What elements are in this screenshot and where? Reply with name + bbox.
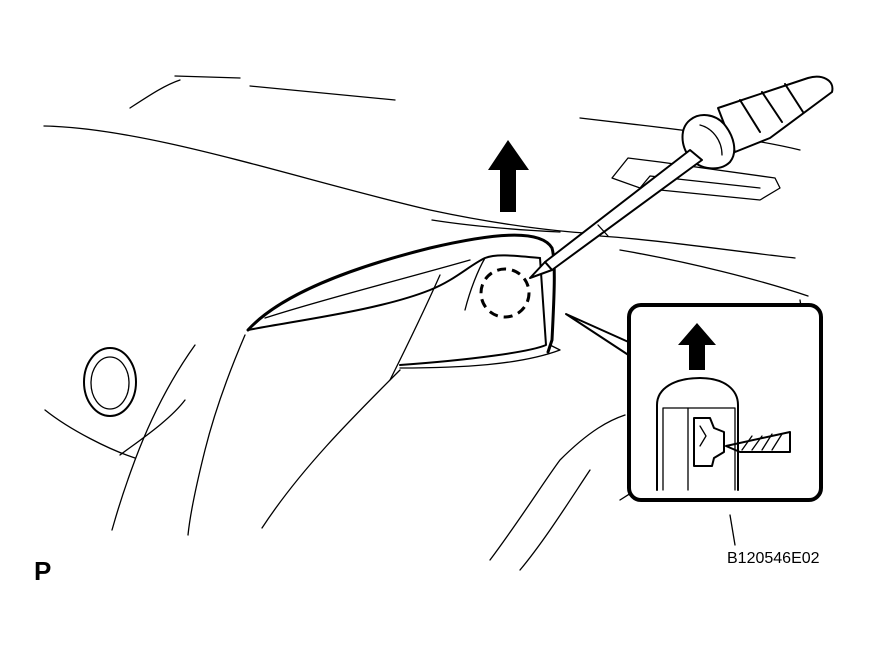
round-vent <box>83 347 137 417</box>
view-label: P <box>34 556 51 586</box>
detail-callout-pointer <box>565 313 634 359</box>
screwdriver-icon <box>529 75 834 279</box>
up-arrow-icon <box>488 140 529 212</box>
garnish-part <box>246 233 561 369</box>
clip-location-marker <box>479 267 531 319</box>
figure-code: B120546E02 <box>727 550 820 567</box>
detail-inset <box>627 303 823 502</box>
trim-panel-outline <box>43 75 809 571</box>
up-arrow-icon <box>678 323 716 370</box>
